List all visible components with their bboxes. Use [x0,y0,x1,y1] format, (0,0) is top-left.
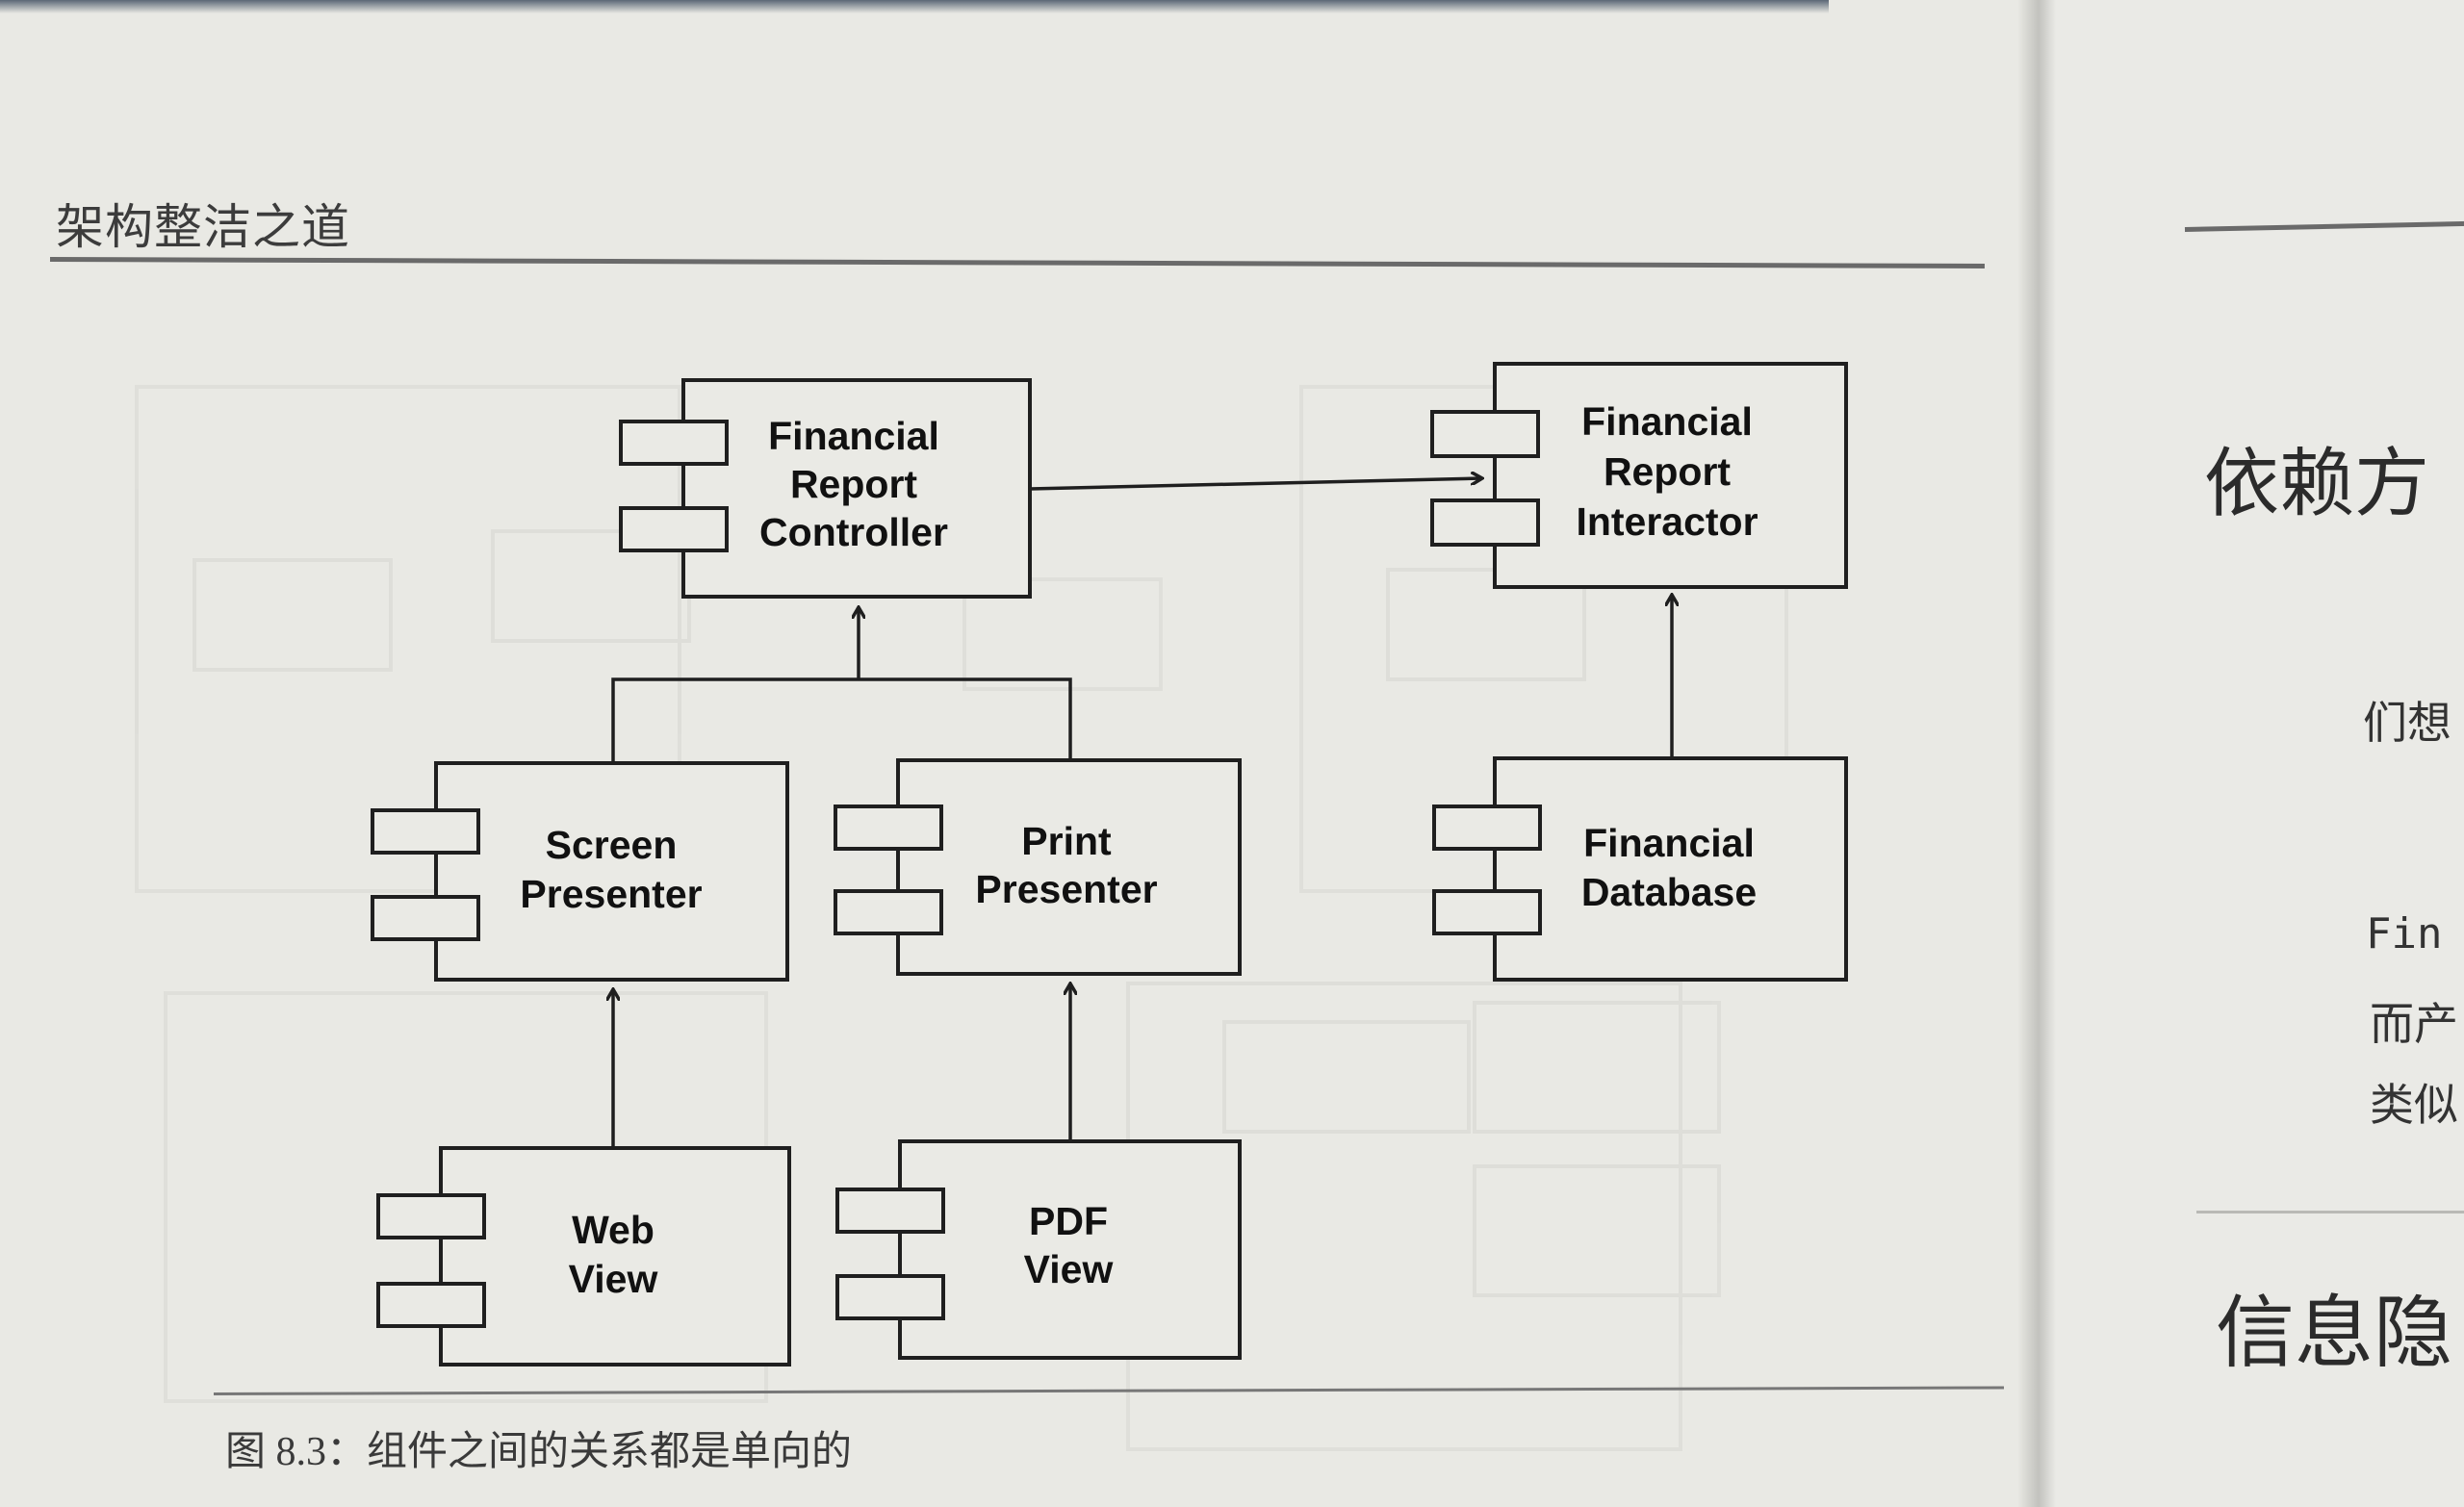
caption-text: 组件之间的关系都是单向的 [367,1427,853,1474]
component-web-view: Web View [376,1146,791,1367]
controller-label-1: Financial [768,414,939,458]
web-view-label-1: Web [572,1208,654,1252]
print-presenter-label-1: Print [1021,819,1112,863]
component-tab [835,1188,945,1234]
figure-caption: 图 8.3：组件之间的关系都是单向的 [225,1418,852,1477]
right-section-rule [2196,1211,2464,1213]
component-tab [376,1193,486,1239]
component-tab [1430,410,1540,458]
component-tab [834,805,943,851]
book-gutter [2017,0,2056,1507]
screen-presenter-label-2: Presenter [520,872,702,916]
right-heading-dependency: 依赖方 [2204,441,2430,527]
arrow-controller-to-interactor [1029,478,1482,491]
right-page [2033,0,2464,1507]
component-tab [1430,498,1540,547]
component-tab [835,1274,945,1320]
right-text-line-2: 而产 [2370,998,2458,1050]
controller-label-3: Controller [759,510,948,554]
component-tab [619,420,729,466]
component-tab [1432,889,1542,935]
right-heading-info-hiding: 信息隐 [2216,1288,2453,1379]
component-financial-report-controller: Financial Report Controller [619,378,1032,599]
running-head: 架构整洁之道 [56,199,350,255]
component-tab [834,889,943,935]
pdf-view-label-2: View [1024,1247,1114,1291]
right-text-line-1: 们想 [2363,697,2451,749]
component-tab [1432,805,1542,851]
right-text-line-3: 类似 [2370,1079,2458,1131]
database-label-1: Financial [1583,821,1755,865]
branch-presenters-to-controller [611,677,1072,766]
component-screen-presenter: Screen Presenter [371,761,789,982]
interactor-label-3: Interactor [1576,499,1758,544]
component-tab [376,1282,486,1328]
component-pdf-view: PDF View [835,1139,1242,1360]
right-code-fragment: Fin [2366,909,2443,958]
database-label-2: Database [1581,870,1757,914]
component-tab [371,808,480,855]
component-financial-database: Financial Database [1432,756,1848,982]
component-tab [371,895,480,941]
component-tab [619,506,729,552]
interactor-label-2: Report [1604,449,1731,494]
web-view-label-2: View [569,1257,658,1301]
interactor-label-1: Financial [1581,399,1753,444]
component-print-presenter: Print Presenter [834,758,1242,976]
controller-label-2: Report [790,462,917,506]
component-financial-report-interactor: Financial Report Interactor [1430,362,1848,589]
pdf-view-label-1: PDF [1029,1199,1108,1243]
caption-label: 图 8.3： [225,1430,368,1474]
screen-presenter-label-1: Screen [546,823,678,867]
page-top-shadow [0,0,1829,13]
print-presenter-label-2: Presenter [975,867,1157,911]
